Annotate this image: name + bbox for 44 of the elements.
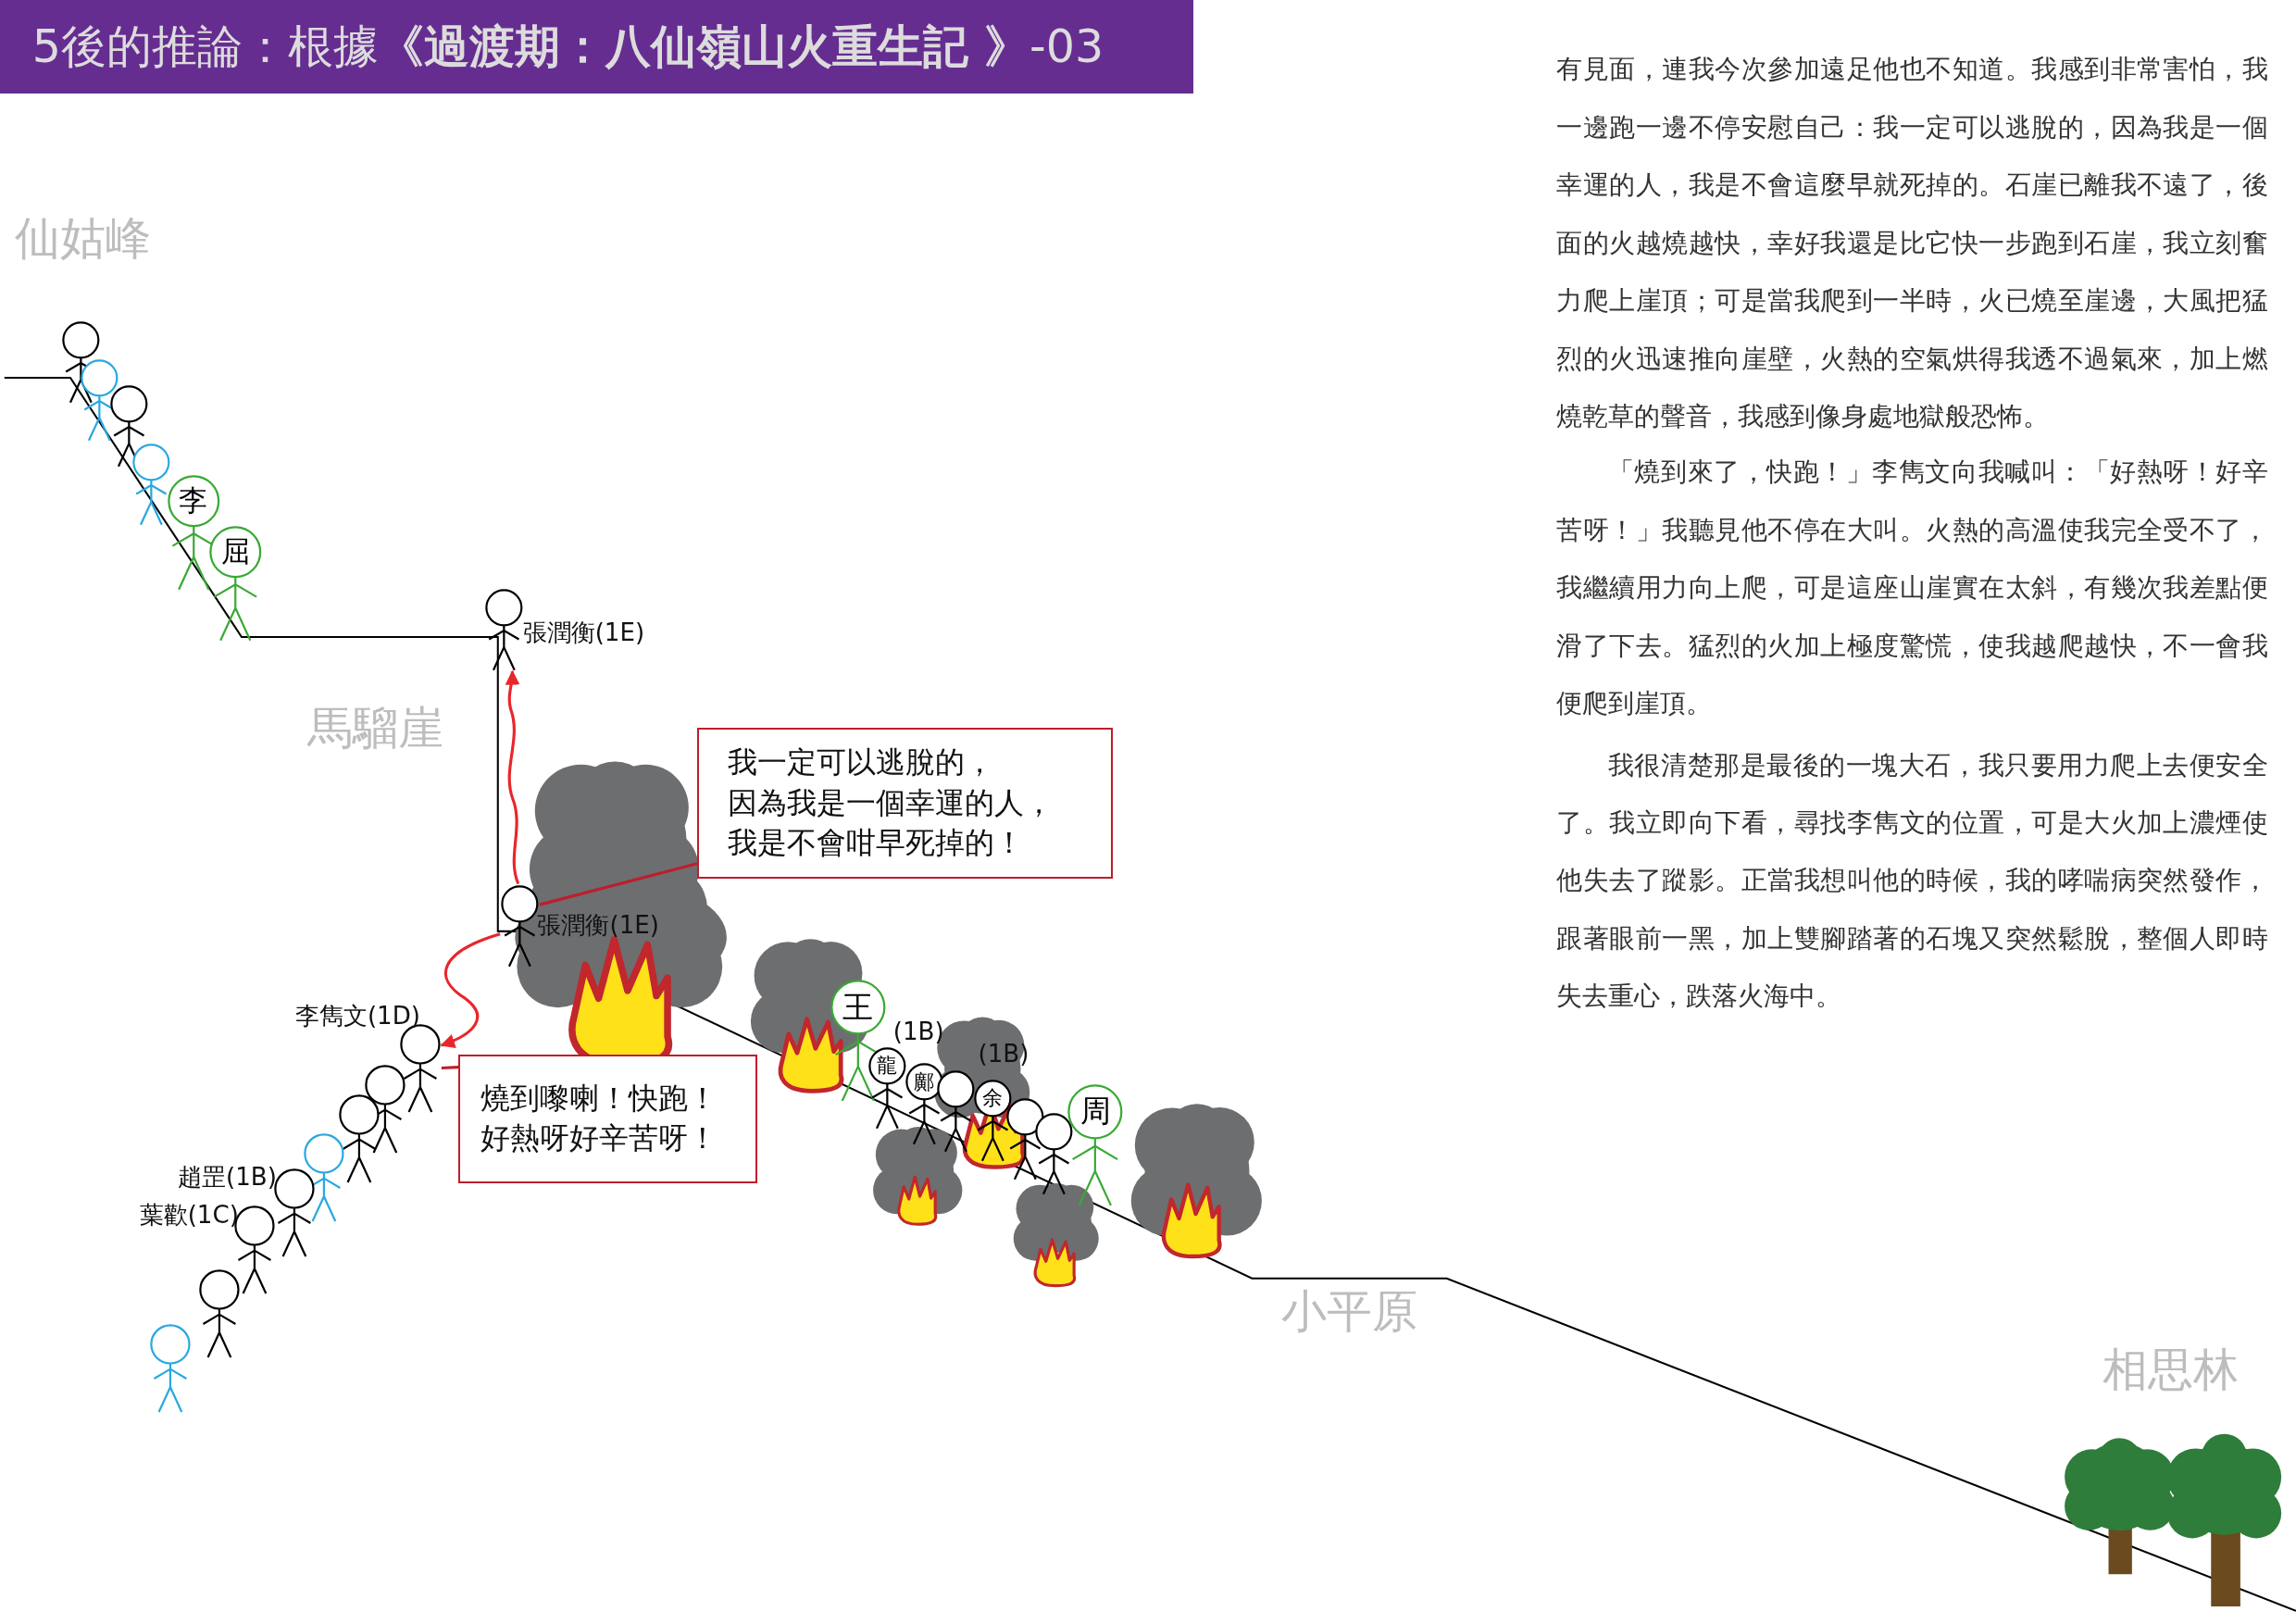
stick-figure [337,1093,381,1184]
name-label: 李雋文(1D) [294,1001,420,1032]
title: 5後的推論：根據《過渡期：八仙嶺山火重生記 》-03 [31,18,1104,75]
stick-figure [1034,1112,1075,1196]
stick-figure [198,1268,242,1359]
head-character: 龍 [876,1053,899,1080]
head-character: 周 [1079,1092,1112,1131]
place-name: 小平原 [1280,1282,1417,1340]
stick-figure [364,1064,406,1155]
head-character: 余 [981,1085,1004,1112]
head-character: 鄺 [913,1068,935,1095]
bubble-tail [539,862,698,906]
stick-figure [108,384,149,468]
head-character: 屈 [220,533,252,570]
arrow [505,669,520,884]
stick-figure [302,1132,345,1223]
stick-figure [131,443,171,527]
speech-bubble: 我一定可以逃脫的，因為我是一個幸運的人，我是不會咁早死掉的！ [696,728,1113,879]
story-paragraph: 我很清楚那是最後的一塊大石，我只要用力爬上去便安全了。我立即向下看，尋找李雋文的位置，可是大火加上濃煙使他失去了蹤影。正當我想叫他的時候，我的哮喘病突然發作，跟著眼前一黑，加上雙腳踏著的石塊又突然鬆脫，整個人即時失去重心，跌落火海中。 [1556,748,2268,1014]
stick-figure [973,1078,1013,1163]
name-label: 趙罡(1B) [178,1162,277,1193]
stick-figure [1004,1097,1045,1181]
place-name: 仙姑峰 [14,209,151,267]
stick-figure [1067,1082,1124,1207]
stick-figure [60,319,101,404]
story-paragraph: 「燒到來了，快跑！」李雋文向我喊叫：「好熱呀！好辛苦呀！」我聽見他不停在大叫。火熱的高溫使我完全受不了，我繼續用力向上爬，可是這座山崖實在太斜，有幾次我差點便滑了下去。猛烈的火加上極度驚慌，使我越爬越快，不一會我便爬到崖頂。 [1556,456,2268,721]
name-label: 葉歡(1C) [139,1200,239,1231]
place-name: 馬騮崖 [307,700,444,757]
stick-figure [208,525,263,643]
bubble-tail [441,1066,459,1070]
arrow [440,932,501,1048]
stick-figure [936,1069,977,1154]
story-paragraph: 有見面，連我今次參加遠足他也不知道。我感到非常害怕，我一邊跑一邊不停安慰自己：我一定可以逃脫的，因為我是一個幸運的人，我是不會這麼早就死掉的。石崖已離我不遠了，後面的火越燒越快，幸好我還是比它快一步跑到石崖，我立刻奮力爬上崖頂；可是當我爬到一半時，火已燒至崖邊，大風把猛烈的火迅速推向崖壁，火熱的空氣烘得我透不過氣來，加上燃燒乾草的聲音，我感到像身處地獄般恐怖。 [1556,53,2268,434]
head-character: 李 [178,482,209,518]
speech-bubble: 燒到嚟喇！快跑！好熱呀好辛苦呀！ [458,1054,757,1183]
stick-figure [867,1046,907,1131]
stick-figure [148,1323,192,1414]
place-name: 相思林 [2103,1342,2240,1399]
stick-figure [483,588,524,672]
name-label: 張潤衡(1E) [537,910,659,942]
name-label: 張潤衡(1E) [522,617,645,648]
head-character: 王 [842,988,875,1027]
stick-figure [80,357,119,442]
name-label: (1B) [892,1018,944,1046]
